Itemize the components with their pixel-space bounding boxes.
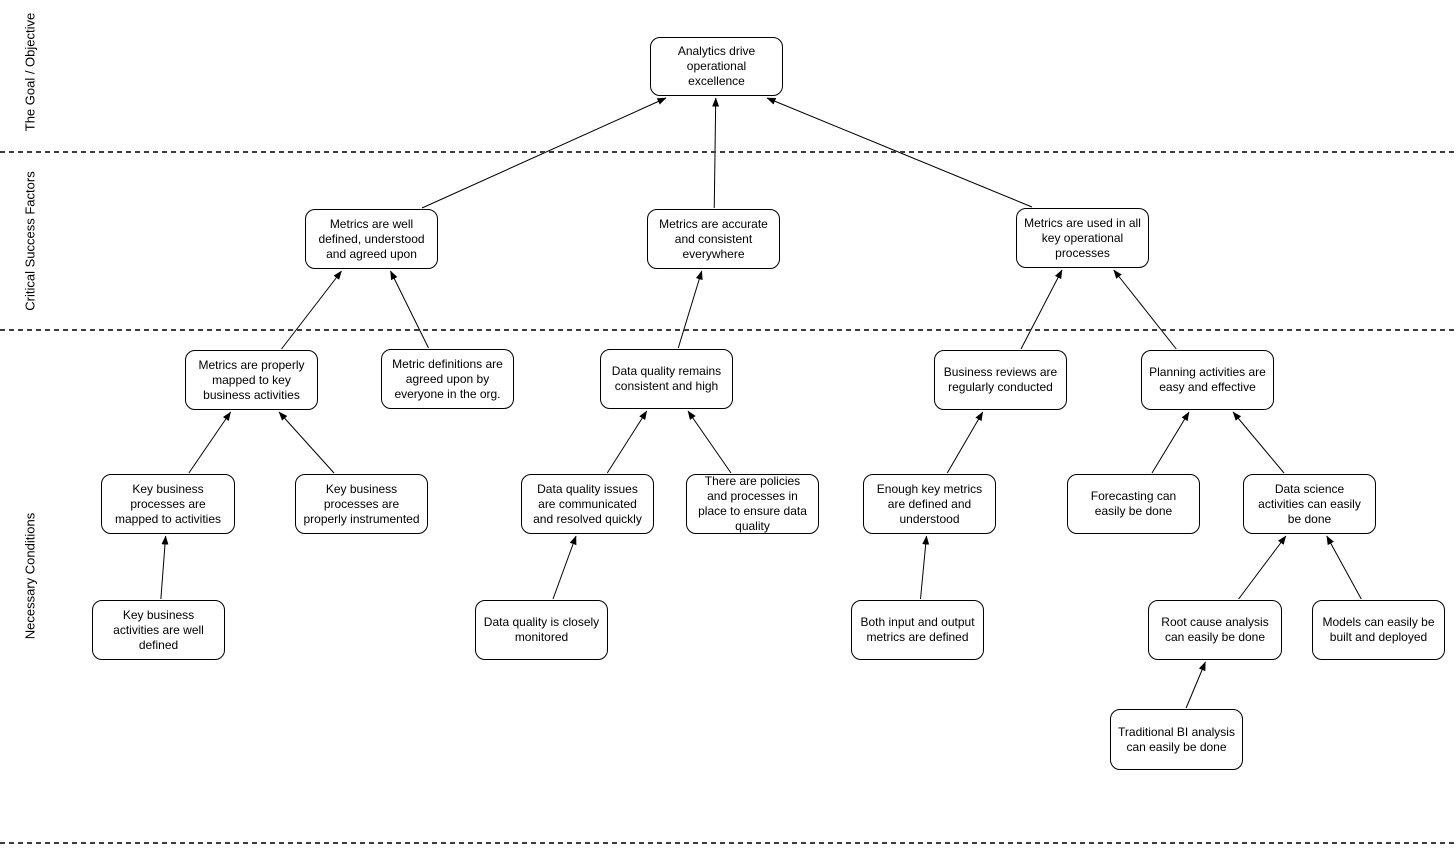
diagram-node-nc9: There are policies and processes in plac… — [686, 474, 819, 534]
diagram-node-nc1: Metrics are properly mapped to key busin… — [185, 350, 318, 410]
diagram-node-nc10: Enough key metrics are defined and under… — [863, 474, 996, 534]
diagram-node-label: Data quality issues are communicated and… — [533, 481, 642, 526]
diagram-node-nc3: Data quality remains consistent and high — [600, 349, 733, 409]
diagram-node-label: Metrics are well defined, understood and… — [318, 216, 425, 261]
diagram-node-nc18: Traditional BI analysis can easily be do… — [1110, 709, 1243, 770]
diagram-node-nc16: Root cause analysis can easily be done — [1148, 600, 1282, 660]
diagram-node-csf3: Metrics are used in all key operational … — [1016, 208, 1149, 268]
section-label-goal-objective: The Goal / Objective — [22, 12, 38, 132]
section-divider-1 — [0, 329, 1456, 331]
diagram-node-nc11: Forecasting can easily be done — [1067, 474, 1200, 534]
diagram-node-nc2: Metric definitions are agreed upon by ev… — [381, 349, 514, 409]
diagram-node-nc12: Data science activities can easily be do… — [1243, 474, 1376, 534]
edge-nc5-to-csf3 — [1113, 269, 1177, 350]
diagram-node-label: Analytics drive operational excellence — [677, 44, 756, 88]
diagram-node-label: Key business activities are well defined — [113, 607, 204, 652]
edge-nc16-to-nc12 — [1238, 535, 1287, 600]
diagram-node-csf2: Metrics are accurate and consistent ever… — [647, 209, 780, 269]
edge-nc1-to-csf1 — [281, 270, 342, 350]
diagram-node-label: Root cause analysis can easily be done — [1161, 615, 1269, 644]
diagram-node-nc5: Planning activities are easy and effecti… — [1141, 350, 1274, 410]
diagram-node-nc4: Business reviews are regularly conducted — [934, 350, 1067, 410]
edge-nc17-to-nc12 — [1326, 535, 1362, 600]
diagram-node-label: Metric definitions are agreed upon by ev… — [392, 356, 503, 401]
diagram-node-label: Data science activities can easily be do… — [1258, 481, 1361, 526]
edge-nc12-to-nc5 — [1232, 411, 1285, 474]
edge-nc8-to-nc3 — [606, 410, 648, 474]
edge-nc3-to-csf2 — [677, 270, 703, 349]
edge-nc15-to-nc10 — [920, 535, 930, 600]
edge-nc18-to-nc16 — [1185, 661, 1206, 709]
diagram-node-nc7: Key business processes are properly inst… — [295, 474, 428, 534]
diagram-node-csf1: Metrics are well defined, understood and… — [305, 209, 438, 269]
diagram-node-label: Forecasting can easily be done — [1090, 489, 1177, 518]
section-divider-2 — [0, 842, 1456, 844]
diagram-node-label: Metrics are properly mapped to key busin… — [198, 357, 305, 402]
section-label-necessary-conditions: Necessary Conditions — [22, 512, 38, 640]
diagram-node-nc15: Both input and output metrics are define… — [851, 600, 984, 660]
diagram-node-label: Data quality is closely monitored — [483, 615, 600, 644]
diagram-node-label: Data quality remains consistent and high — [611, 364, 722, 393]
diagram-node-label: Both input and output metrics are define… — [860, 615, 975, 644]
diagram-node-label: Key business processes are properly inst… — [303, 481, 420, 526]
edge-nc2-to-csf1 — [390, 270, 429, 349]
diagram-node-nc14: Data quality is closely monitored — [475, 600, 608, 660]
edge-nc7-to-nc1 — [278, 411, 335, 474]
diagram-node-nc17: Models can easily be built and deployed — [1312, 600, 1445, 660]
edge-nc11-to-nc5 — [1151, 411, 1190, 474]
section-label-critical-success-factors: Critical Success Factors — [22, 171, 38, 311]
diagram-node-label: Models can easily be built and deployed — [1322, 615, 1435, 644]
edge-nc13-to-nc6 — [160, 535, 169, 600]
diagram-node-label: Traditional BI analysis can easily be do… — [1118, 724, 1235, 754]
diagram-node-label: Planning activities are easy and effecti… — [1149, 365, 1266, 394]
diagram-node-label: Metrics are accurate and consistent ever… — [659, 216, 768, 261]
diagram-node-label: Key business processes are mapped to act… — [114, 481, 222, 526]
diagram-node-label: Metrics are used in all key operational … — [1024, 215, 1141, 260]
edge-nc4-to-csf3 — [1020, 269, 1063, 350]
diagram-node-nc6: Key business processes are mapped to act… — [101, 474, 235, 534]
diagram-node-goal: Analytics drive operational excellence — [650, 37, 783, 96]
section-divider-0 — [0, 151, 1456, 153]
edge-nc14-to-nc8 — [552, 535, 577, 600]
edge-nc6-to-nc1 — [188, 411, 232, 474]
diagram-node-nc8: Data quality issues are communicated and… — [521, 474, 654, 534]
edge-nc9-to-nc3 — [687, 410, 732, 474]
edge-csf1-to-goal — [421, 97, 667, 209]
edge-csf2-to-goal — [712, 97, 720, 209]
edge-nc10-to-nc4 — [946, 411, 984, 474]
diagram-node-label: Business reviews are regularly conducted — [943, 365, 1058, 394]
diagram-node-label: There are policies and processes in plac… — [698, 474, 807, 533]
diagram-node-nc13: Key business activities are well defined — [92, 600, 225, 660]
diagram-node-label: Enough key metrics are defined and under… — [876, 481, 983, 526]
